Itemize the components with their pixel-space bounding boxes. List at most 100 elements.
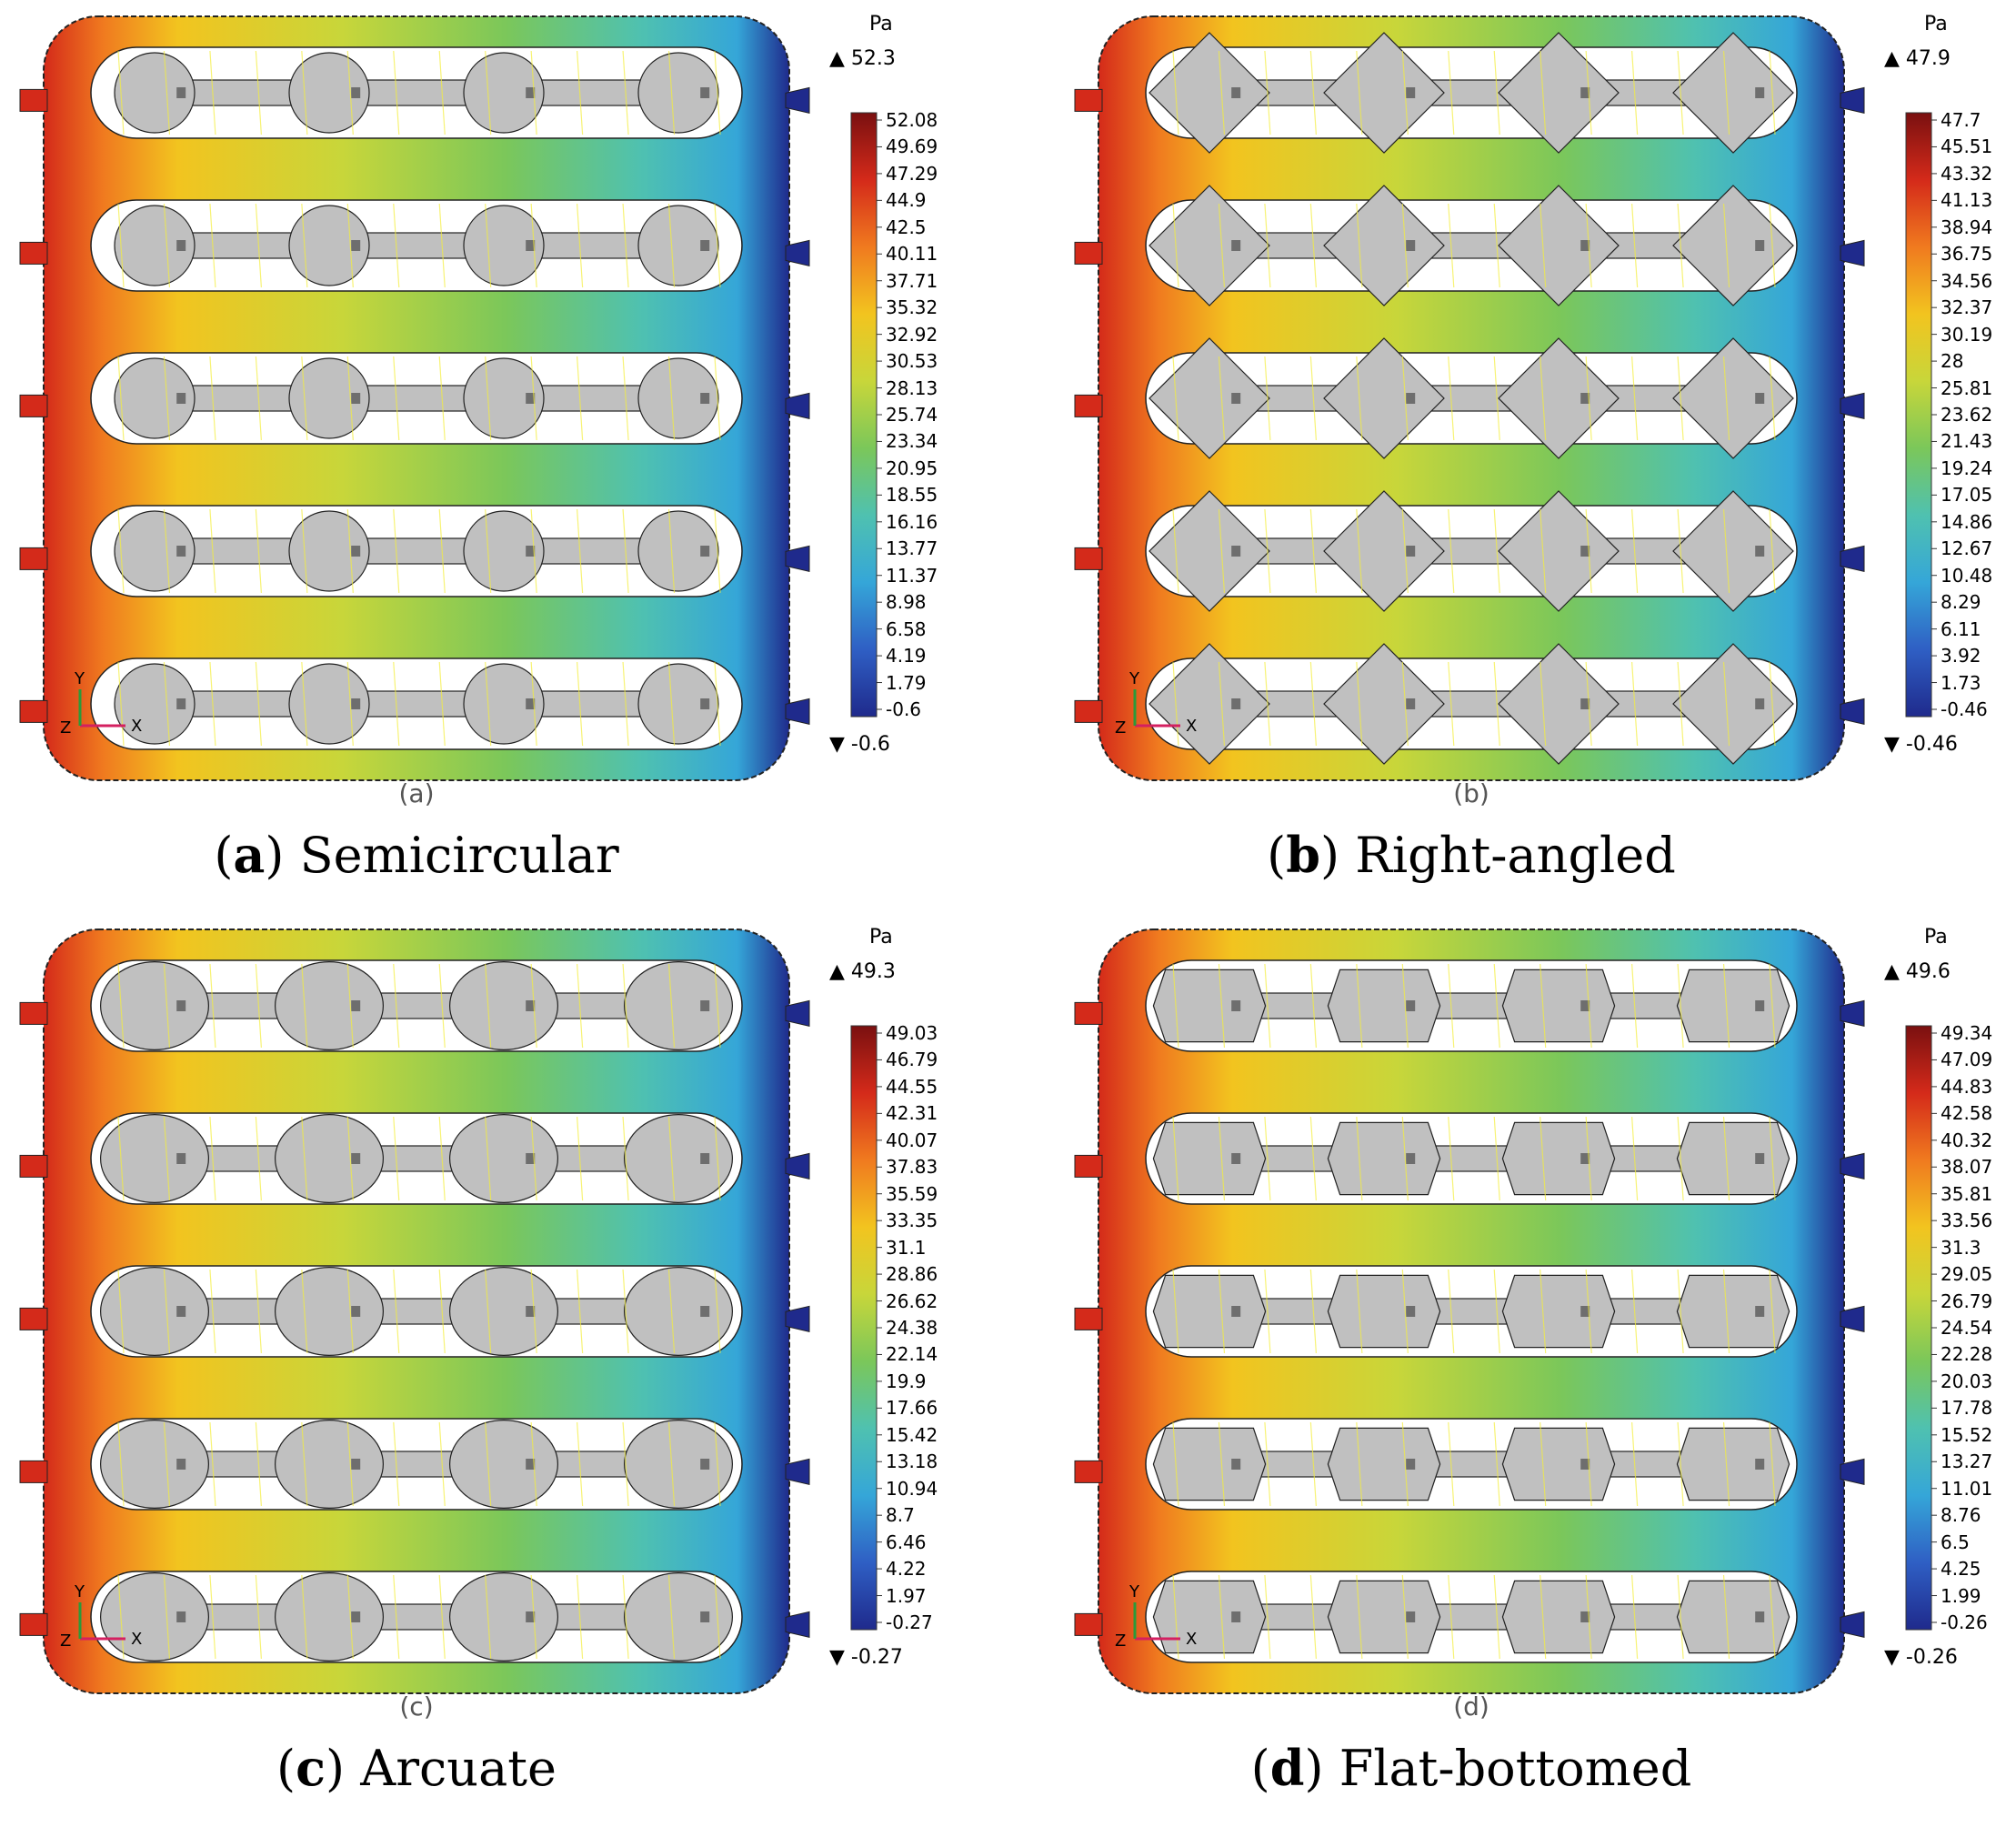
baffle xyxy=(1676,969,1790,1043)
axes-triad: X Y Z xyxy=(1115,1582,1197,1651)
colorbar-tick-label: 37.83 xyxy=(886,1156,938,1179)
rib-row xyxy=(1145,1265,1798,1358)
baffle xyxy=(114,510,196,592)
colorbar-tick-label: 28.86 xyxy=(886,1263,938,1286)
baffle xyxy=(623,1267,733,1357)
rib-row xyxy=(90,352,743,445)
colorbar-tick-label: 44.55 xyxy=(886,1075,938,1098)
rib-row xyxy=(1145,1112,1798,1205)
colorbar-unit: Pa xyxy=(1924,13,1948,35)
colorbar-tick-label: 38.07 xyxy=(1941,1156,1993,1179)
baffle xyxy=(1152,969,1267,1043)
svg-text:X: X xyxy=(1186,1630,1197,1649)
caption-text: Semicircular xyxy=(299,827,619,884)
baffle xyxy=(637,357,719,439)
colorbar-tick-label: 25.81 xyxy=(1941,376,1993,399)
baffle xyxy=(114,663,196,745)
rib-row xyxy=(90,1418,743,1511)
baffle xyxy=(1152,1580,1267,1654)
colorbar-tick-label: 42.5 xyxy=(886,216,927,238)
baffle xyxy=(99,1419,210,1509)
inlet-port xyxy=(19,241,48,265)
panel-caption: (b) Right-angled xyxy=(1267,826,1676,884)
baffle xyxy=(623,1419,733,1509)
svg-text:X: X xyxy=(131,717,142,736)
baffle xyxy=(275,1419,385,1509)
outlet-port xyxy=(785,698,810,726)
axes-triad: XYZ xyxy=(60,1582,142,1651)
colorbar-min-label: ▼ -0.26 xyxy=(1884,1646,1958,1669)
baffle xyxy=(1676,1427,1790,1501)
baffle xyxy=(1323,490,1445,612)
flow-field-b: XYZ xyxy=(1074,15,1937,781)
rib-row xyxy=(1145,490,1798,612)
svg-text:Z: Z xyxy=(60,718,71,738)
inlet-port xyxy=(19,699,48,723)
baffle xyxy=(463,205,545,286)
caption-text: Arcuate xyxy=(360,1740,557,1797)
baffle xyxy=(623,960,733,1051)
svg-text:Y: Y xyxy=(74,669,85,688)
baffle xyxy=(1672,643,1794,765)
baffle xyxy=(463,663,545,745)
colorbar-tick-label: 1.79 xyxy=(886,671,927,694)
outlet-port xyxy=(785,999,810,1028)
baffle xyxy=(463,52,545,134)
colorbar-max-label: ▲ 49.3 xyxy=(829,960,896,983)
svg-text:Y: Y xyxy=(1128,669,1140,688)
colorbar-tick-label: 40.11 xyxy=(886,243,938,266)
colorbar-tick-label: 6.5 xyxy=(1941,1531,1970,1553)
colorbar-tick-label: 29.05 xyxy=(1941,1263,1993,1286)
colorbar-tick-label: 52.08 xyxy=(886,109,938,131)
colorbar-tick-label: 25.74 xyxy=(886,404,938,426)
baffle xyxy=(637,52,719,134)
outlet-port xyxy=(785,1152,810,1180)
colorbar-tick-label: 12.67 xyxy=(1941,537,1993,560)
svg-text:X: X xyxy=(1186,717,1197,736)
colorbar-tick-label: 28 xyxy=(1941,350,1964,373)
colorbar-tick-label: 10.48 xyxy=(1941,564,1993,587)
baffle xyxy=(637,510,719,592)
panel-caption: (c) Arcuate xyxy=(276,1739,557,1797)
outlet-port xyxy=(1840,1152,1865,1180)
colorbar-min-label: ▼ -0.46 xyxy=(1884,733,1958,756)
svg-text:Y: Y xyxy=(1128,1582,1140,1601)
colorbar-tick-label: 46.79 xyxy=(886,1049,938,1071)
outlet-port xyxy=(785,392,810,420)
axes-triad: X Y Z xyxy=(60,669,142,738)
colorbar-tick-label: 44.83 xyxy=(1941,1075,1993,1098)
colorbar-tick-label: 36.75 xyxy=(1941,243,1993,266)
outlet-port xyxy=(785,86,810,115)
colorbar-tick-label: 8.76 xyxy=(1941,1504,1981,1527)
inlet-port xyxy=(19,547,48,570)
baffle xyxy=(1152,1427,1267,1501)
outlet-port xyxy=(785,239,810,267)
colorbar-tick-label: 22.14 xyxy=(886,1343,938,1366)
colorbar-max-label: ▲ 52.3 xyxy=(829,47,896,70)
svg-text:Z: Z xyxy=(1115,1631,1126,1651)
colorbar-tick-label: -0.6 xyxy=(886,698,922,720)
baffle xyxy=(1501,1580,1616,1654)
sub-label: (c) xyxy=(399,1691,434,1722)
baffle xyxy=(1498,490,1620,612)
panel-caption: (a) Semicircular xyxy=(214,826,619,884)
baffle xyxy=(114,357,196,439)
inlet-port xyxy=(19,1460,48,1483)
colorbar-tick-label: 17.05 xyxy=(1941,484,1993,507)
baffle xyxy=(1501,1427,1616,1501)
colorbar-tick-label: 13.27 xyxy=(1941,1451,1993,1473)
baffle xyxy=(275,1114,385,1204)
colorbar-tick-label: 19.9 xyxy=(886,1370,927,1392)
inlet-port xyxy=(19,1612,48,1636)
colorbar-tick-label: 13.77 xyxy=(886,537,938,560)
baffle xyxy=(1501,1274,1616,1349)
outlet-port xyxy=(1840,239,1865,267)
caption-letter: a xyxy=(233,826,266,884)
rib-row xyxy=(1145,643,1798,765)
colorbar-min-label: ▼ -0.27 xyxy=(829,1646,903,1669)
panel-caption: (d) Flat-bottomed xyxy=(1250,1739,1692,1797)
rib-row xyxy=(90,505,743,597)
inlet-port xyxy=(1074,241,1103,265)
baffle xyxy=(623,1114,733,1204)
